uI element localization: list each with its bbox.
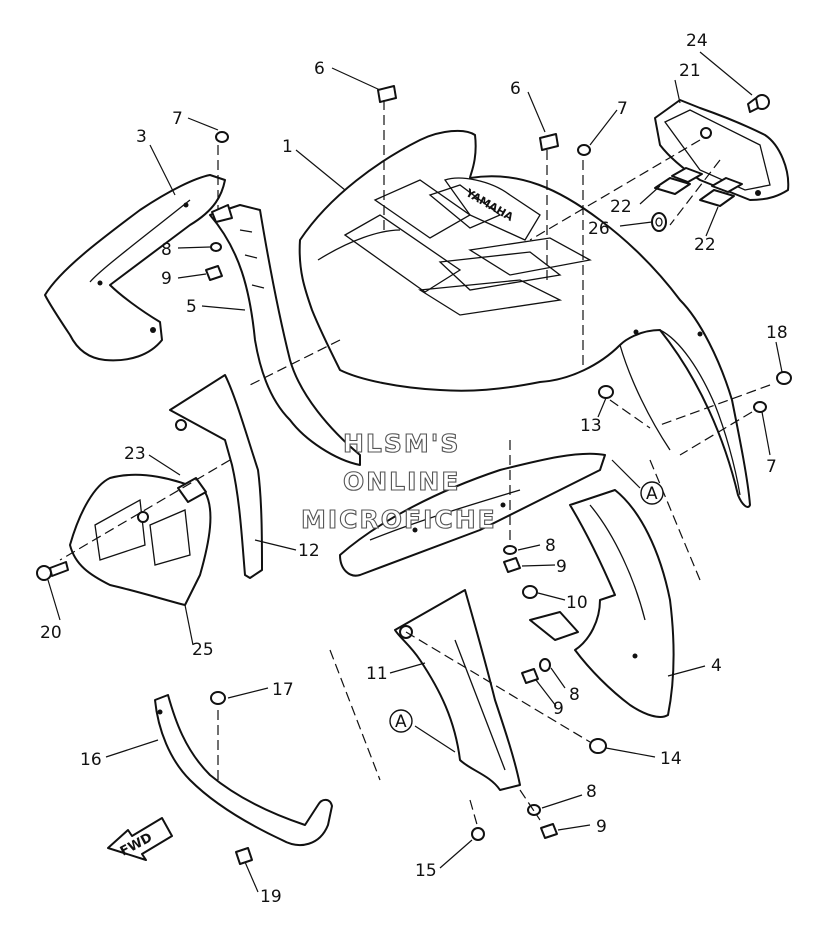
ref-a2-label: A [395,712,407,732]
callout-21: 21 [679,61,701,81]
ref-a-circle-1: A [640,481,664,505]
watermark: HLSM'S ONLINE MICROFICHE [300,428,497,534]
spacer-part-23 [177,477,207,503]
callout-18: 18 [766,323,788,343]
callout-6a: 6 [314,59,325,79]
ref-a-circle-2: A [389,709,413,733]
bracket-part-16 [154,694,333,846]
callout-24: 24 [686,31,708,51]
callout-5: 5 [186,297,197,317]
leader-lines [47,51,783,893]
callout-9a: 9 [161,269,172,289]
callout-1: 1 [282,137,293,157]
callout-23: 23 [124,444,146,464]
fasteners [205,85,792,865]
mud-flap-right-part-4 [569,489,675,718]
headlight-housing-part-21 [654,99,790,201]
callout-8c: 8 [569,685,580,705]
ref-a1-label: A [646,484,658,504]
grommet-part-26 [651,212,667,232]
watermark-line-3: MICROFICHE [301,505,497,534]
assembly-lines [59,100,771,829]
callout-19: 19 [260,887,282,907]
callout-8a: 8 [161,240,172,260]
callout-11: 11 [366,664,388,684]
callout-13: 13 [580,416,602,436]
callout-3: 3 [136,127,147,147]
callout-16: 16 [80,750,102,770]
bolt-part-20 [36,561,69,581]
callout-7c: 7 [766,457,777,477]
callout-9b: 9 [556,557,567,577]
callout-25: 25 [192,640,214,660]
bolt-part-24 [747,94,770,113]
pad-part-22 [654,167,743,207]
callout-15: 15 [415,861,437,881]
callout-14: 14 [660,749,682,769]
callout-17: 17 [272,680,294,700]
center-panel-part-2 [339,452,606,577]
callout-8d: 8 [586,782,597,802]
mud-flap-left-part-3 [44,174,226,362]
callout-12: 12 [298,541,320,561]
side-bracket-part-12 [169,374,263,579]
inner-guard-part-11 [394,589,521,791]
callout-7b: 7 [617,99,628,119]
forward-arrow-icon: FWD [107,817,173,861]
callout-26: 26 [588,219,610,239]
callout-9d: 9 [596,817,607,837]
callout-22a: 22 [610,197,632,217]
callout-6b: 6 [510,79,521,99]
inner-panel-part-5 [209,204,361,466]
callout-20: 20 [40,623,62,643]
callout-9c: 9 [553,699,564,719]
headlight-part-25 [69,473,212,606]
clip-part [529,611,579,641]
callout-labels: 1 3 4 5 6 6 7 7 7 8 8 8 8 9 9 9 9 10 11 … [40,31,788,907]
watermark-line-2: ONLINE [343,467,460,496]
callout-7a: 7 [172,109,183,129]
watermark-line-1: HLSM'S [343,429,460,458]
front-fender-part-1: YAMAHA [298,129,751,508]
callout-4: 4 [711,656,722,676]
callout-22b: 22 [694,235,716,255]
callout-8b: 8 [545,536,556,556]
callout-10: 10 [566,593,588,613]
